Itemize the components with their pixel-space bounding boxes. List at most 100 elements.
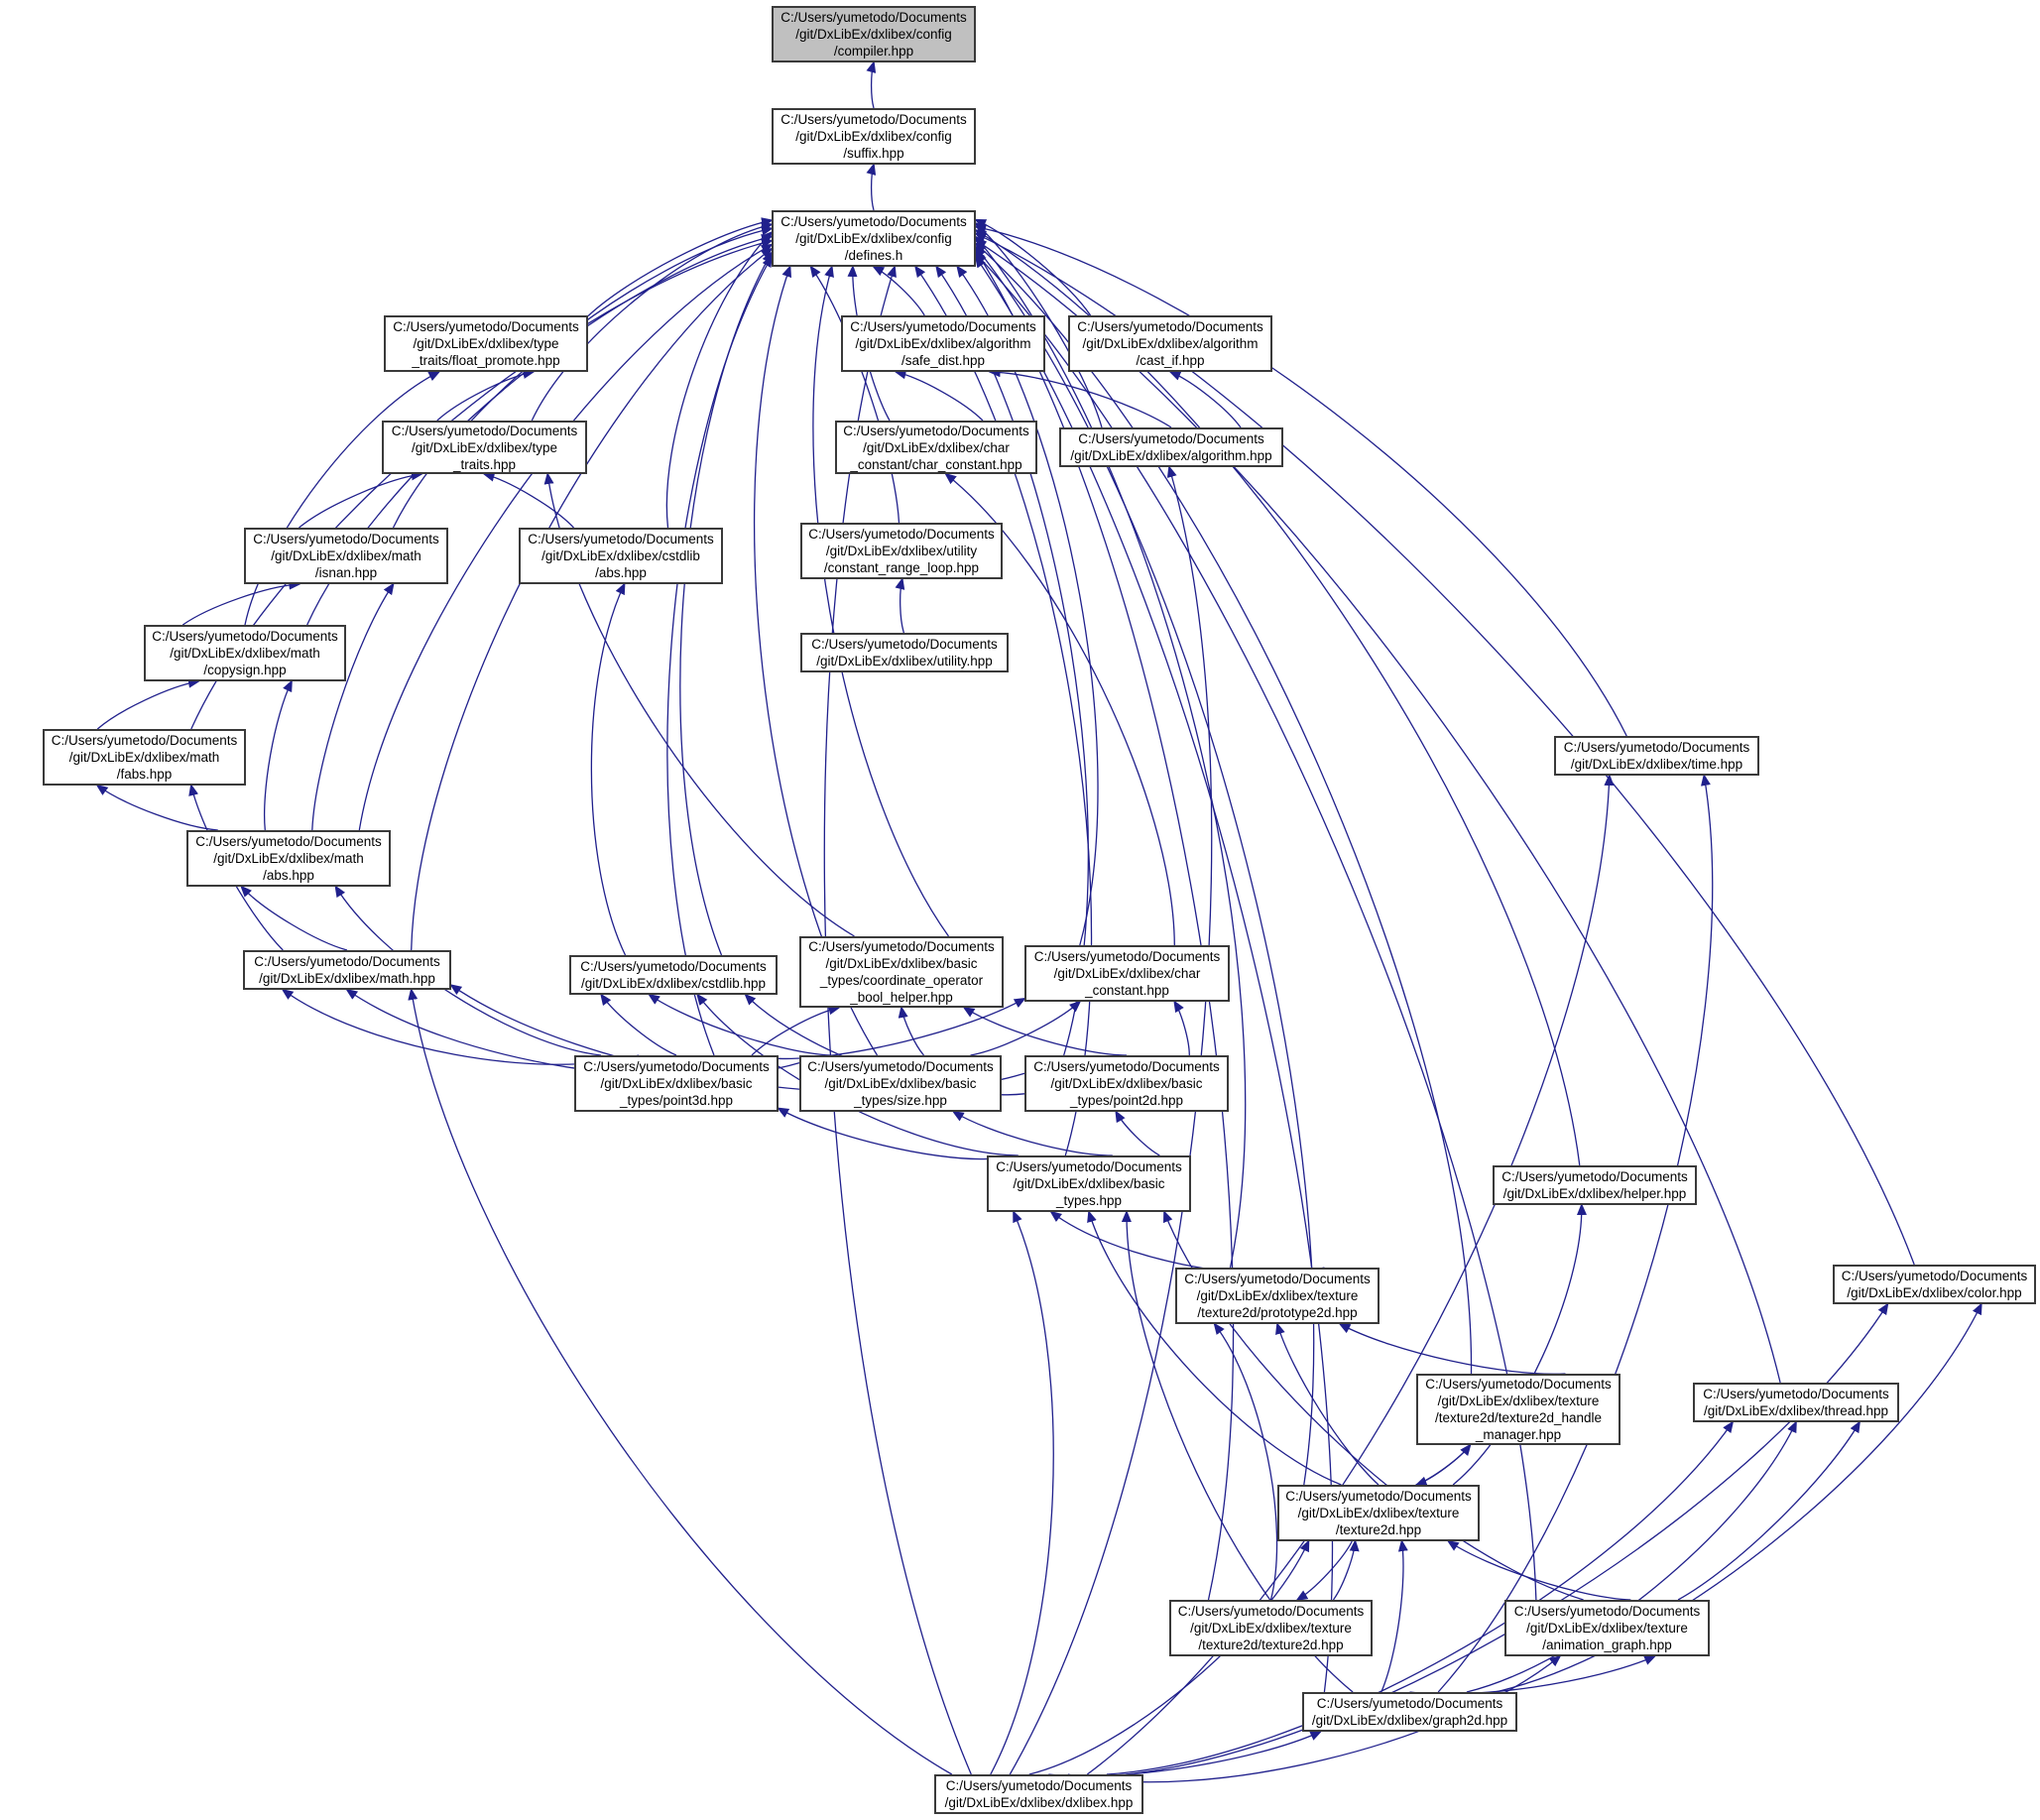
node-texture2d-label-line: C:/Users/yumetodo/Documents: [1285, 1489, 1472, 1504]
edge-isnan-to-type_traits: [299, 470, 423, 529]
edge-copysign-to-isnan: [181, 579, 301, 626]
edge-point3d-to-coord_op: [751, 1005, 841, 1056]
node-constant_range_loop[interactable]: C:/Users/yumetodo/Documents/git/DxLibEx/…: [800, 523, 1003, 579]
node-constant_range_loop-label-line: C:/Users/yumetodo/Documents: [808, 527, 995, 542]
node-compiler: C:/Users/yumetodo/Documents/git/DxLibEx/…: [772, 6, 976, 62]
node-color[interactable]: C:/Users/yumetodo/Documents/git/DxLibEx/…: [1833, 1265, 2036, 1304]
node-cstdlib_abs-label-line: /abs.hpp: [595, 565, 647, 580]
node-defines-label-line: /defines.h: [844, 248, 903, 263]
node-animation_graph-label-line: C:/Users/yumetodo/Documents: [1513, 1604, 1701, 1619]
node-color-label-line: /git/DxLibEx/dxlibex/color.hpp: [1847, 1285, 2022, 1300]
edge-time-to-defines: [974, 223, 1627, 737]
node-suffix-label-line: C:/Users/yumetodo/Documents: [780, 112, 967, 127]
edge-texture2d_t2d-to-prototype2d: [1213, 1322, 1278, 1601]
node-char_constant-label-line: C:/Users/yumetodo/Documents: [1033, 949, 1221, 964]
node-constant_range_loop-label-line: /constant_range_loop.hpp: [823, 560, 980, 575]
node-prototype2d[interactable]: C:/Users/yumetodo/Documents/git/DxLibEx/…: [1175, 1268, 1380, 1324]
node-cast_if-label-line: /cast_if.hpp: [1136, 353, 1205, 368]
edge-point2d-to-char_constant: [1173, 1000, 1190, 1056]
edge-handle_manager-to-prototype2d: [1338, 1323, 1566, 1375]
edge-animation_graph-to-thread: [1677, 1420, 1860, 1601]
node-safe_dist[interactable]: C:/Users/yumetodo/Documents/git/DxLibEx/…: [841, 315, 1045, 372]
node-fabs[interactable]: C:/Users/yumetodo/Documents/git/DxLibEx/…: [43, 729, 246, 786]
node-basic_types[interactable]: C:/Users/yumetodo/Documents/git/DxLibEx/…: [987, 1155, 1191, 1212]
node-float_promote-label-line: C:/Users/yumetodo/Documents: [393, 319, 579, 334]
node-math_abs[interactable]: C:/Users/yumetodo/Documents/git/DxLibEx/…: [186, 830, 391, 887]
node-type_traits[interactable]: C:/Users/yumetodo/Documents/git/DxLibEx/…: [382, 421, 587, 474]
node-texture2d_t2d-label-line: C:/Users/yumetodo/Documents: [1177, 1604, 1365, 1619]
node-animation_graph[interactable]: C:/Users/yumetodo/Documents/git/DxLibEx/…: [1504, 1600, 1710, 1656]
node-point3d[interactable]: C:/Users/yumetodo/Documents/git/DxLibEx/…: [574, 1055, 779, 1112]
node-cstdlib[interactable]: C:/Users/yumetodo/Documents/git/DxLibEx/…: [569, 955, 778, 995]
node-char_constant[interactable]: C:/Users/yumetodo/Documents/git/DxLibEx/…: [1024, 945, 1230, 1002]
node-texture2d[interactable]: C:/Users/yumetodo/Documents/git/DxLibEx/…: [1277, 1485, 1480, 1541]
node-char_constant_cc[interactable]: C:/Users/yumetodo/Documents/git/DxLibEx/…: [835, 421, 1037, 474]
node-time[interactable]: C:/Users/yumetodo/Documents/git/DxLibEx/…: [1554, 736, 1759, 776]
node-graph2d[interactable]: C:/Users/yumetodo/Documents/git/DxLibEx/…: [1302, 1692, 1517, 1732]
edge-dxlibex-to-texture2d: [1028, 1539, 1310, 1775]
node-algorithm[interactable]: C:/Users/yumetodo/Documents/git/DxLibEx/…: [1059, 427, 1283, 467]
edge-size-to-char_constant: [970, 1000, 1082, 1056]
node-handle_manager[interactable]: C:/Users/yumetodo/Documents/git/DxLibEx/…: [1416, 1374, 1620, 1445]
node-copysign-label-line: /git/DxLibEx/dxlibex/math: [170, 646, 320, 661]
node-utility-label-line: C:/Users/yumetodo/Documents: [811, 637, 998, 652]
node-math[interactable]: C:/Users/yumetodo/Documents/git/DxLibEx/…: [243, 950, 451, 990]
node-texture2d-label-line: /git/DxLibEx/dxlibex/texture: [1297, 1506, 1460, 1520]
node-constant_range_loop-label-line: /git/DxLibEx/dxlibex/utility: [825, 544, 978, 558]
edge-cstdlib_abs-to-type_traits: [482, 471, 574, 529]
edge-math_abs-to-isnan: [311, 582, 395, 831]
node-safe_dist-label-line: C:/Users/yumetodo/Documents: [850, 319, 1036, 334]
edge-graph2d-to-color: [1495, 1302, 1982, 1693]
node-algorithm-label-line: /git/DxLibEx/dxlibex/algorithm.hpp: [1070, 448, 1272, 463]
node-float_promote[interactable]: C:/Users/yumetodo/Documents/git/DxLibEx/…: [384, 315, 588, 372]
edge-basic_types-to-point3d: [777, 1107, 988, 1160]
edge-coord_op-to-defines: [812, 265, 950, 937]
node-utility-label-line: /git/DxLibEx/dxlibex/utility.hpp: [816, 654, 993, 668]
node-isnan[interactable]: C:/Users/yumetodo/Documents/git/DxLibEx/…: [244, 528, 448, 584]
node-cast_if[interactable]: C:/Users/yumetodo/Documents/git/DxLibEx/…: [1068, 315, 1272, 372]
node-copysign[interactable]: C:/Users/yumetodo/Documents/git/DxLibEx/…: [144, 625, 346, 681]
node-dxlibex[interactable]: C:/Users/yumetodo/Documents/git/DxLibEx/…: [934, 1774, 1143, 1814]
node-color-label-line: C:/Users/yumetodo/Documents: [1841, 1269, 2028, 1283]
node-point2d[interactable]: C:/Users/yumetodo/Documents/git/DxLibEx/…: [1024, 1055, 1229, 1112]
node-coord_op[interactable]: C:/Users/yumetodo/Documents/git/DxLibEx/…: [799, 936, 1004, 1008]
node-utility[interactable]: C:/Users/yumetodo/Documents/git/DxLibEx/…: [800, 633, 1009, 672]
edge-type_traits-to-defines: [531, 221, 774, 422]
node-helper[interactable]: C:/Users/yumetodo/Documents/git/DxLibEx/…: [1493, 1165, 1697, 1205]
node-size[interactable]: C:/Users/yumetodo/Documents/git/DxLibEx/…: [799, 1055, 1002, 1112]
node-cast_if-label-line: C:/Users/yumetodo/Documents: [1077, 319, 1263, 334]
node-animation_graph-label-line: /git/DxLibEx/dxlibex/texture: [1526, 1621, 1688, 1636]
node-isnan-label-line: C:/Users/yumetodo/Documents: [253, 532, 439, 546]
node-compiler-label-line: C:/Users/yumetodo/Documents: [780, 10, 967, 25]
edge-point2d-to-coord_op: [962, 1006, 1128, 1056]
node-point2d-label-line: /git/DxLibEx/dxlibex/basic: [1050, 1076, 1203, 1091]
node-point3d-label-line: _types/point3d.hpp: [619, 1093, 734, 1108]
edge-dxlibex-to-thread: [1106, 1420, 1735, 1775]
edge-point3d-to-defines: [666, 255, 773, 1056]
edge-handle_manager-to-texture2d: [1414, 1444, 1471, 1487]
node-defines[interactable]: C:/Users/yumetodo/Documents/git/DxLibEx/…: [772, 210, 976, 267]
node-copysign-label-line: /copysign.hpp: [203, 663, 287, 677]
edge-constant_range_loop-to-defines: [809, 265, 900, 524]
node-texture2d_t2d[interactable]: C:/Users/yumetodo/Documents/git/DxLibEx/…: [1169, 1600, 1373, 1656]
edge-float_promote-to-defines: [587, 217, 774, 317]
edge-math_abs-to-defines: [358, 243, 774, 831]
node-char_constant_cc-label-line: _constant/char_constant.hpp: [850, 456, 1022, 472]
node-safe_dist-label-line: /safe_dist.hpp: [900, 353, 986, 368]
node-point3d-label-line: C:/Users/yumetodo/Documents: [583, 1059, 770, 1074]
edge-dxlibex-to-basic_types: [990, 1210, 1054, 1775]
edge-dxlibex-to-math: [408, 988, 953, 1775]
node-handle_manager-label-line: /git/DxLibEx/dxlibex/texture: [1437, 1394, 1600, 1408]
node-cstdlib_abs-label-line: C:/Users/yumetodo/Documents: [528, 532, 714, 546]
node-char_constant_cc-label-line: C:/Users/yumetodo/Documents: [843, 423, 1029, 438]
node-thread[interactable]: C:/Users/yumetodo/Documents/git/DxLibEx/…: [1693, 1383, 1899, 1422]
edge-utility-to-constant_range_loop: [895, 577, 905, 634]
node-cstdlib_abs[interactable]: C:/Users/yumetodo/Documents/git/DxLibEx/…: [519, 528, 723, 584]
node-suffix[interactable]: C:/Users/yumetodo/Documents/git/DxLibEx/…: [772, 108, 976, 165]
node-point3d-label-line: /git/DxLibEx/dxlibex/basic: [600, 1076, 753, 1091]
node-coord_op-label-line: C:/Users/yumetodo/Documents: [808, 939, 995, 954]
node-defines-label-line: /git/DxLibEx/dxlibex/config: [795, 231, 952, 246]
edge-basic_types-to-size: [951, 1110, 1113, 1156]
node-isnan-label-line: /isnan.hpp: [314, 565, 378, 580]
